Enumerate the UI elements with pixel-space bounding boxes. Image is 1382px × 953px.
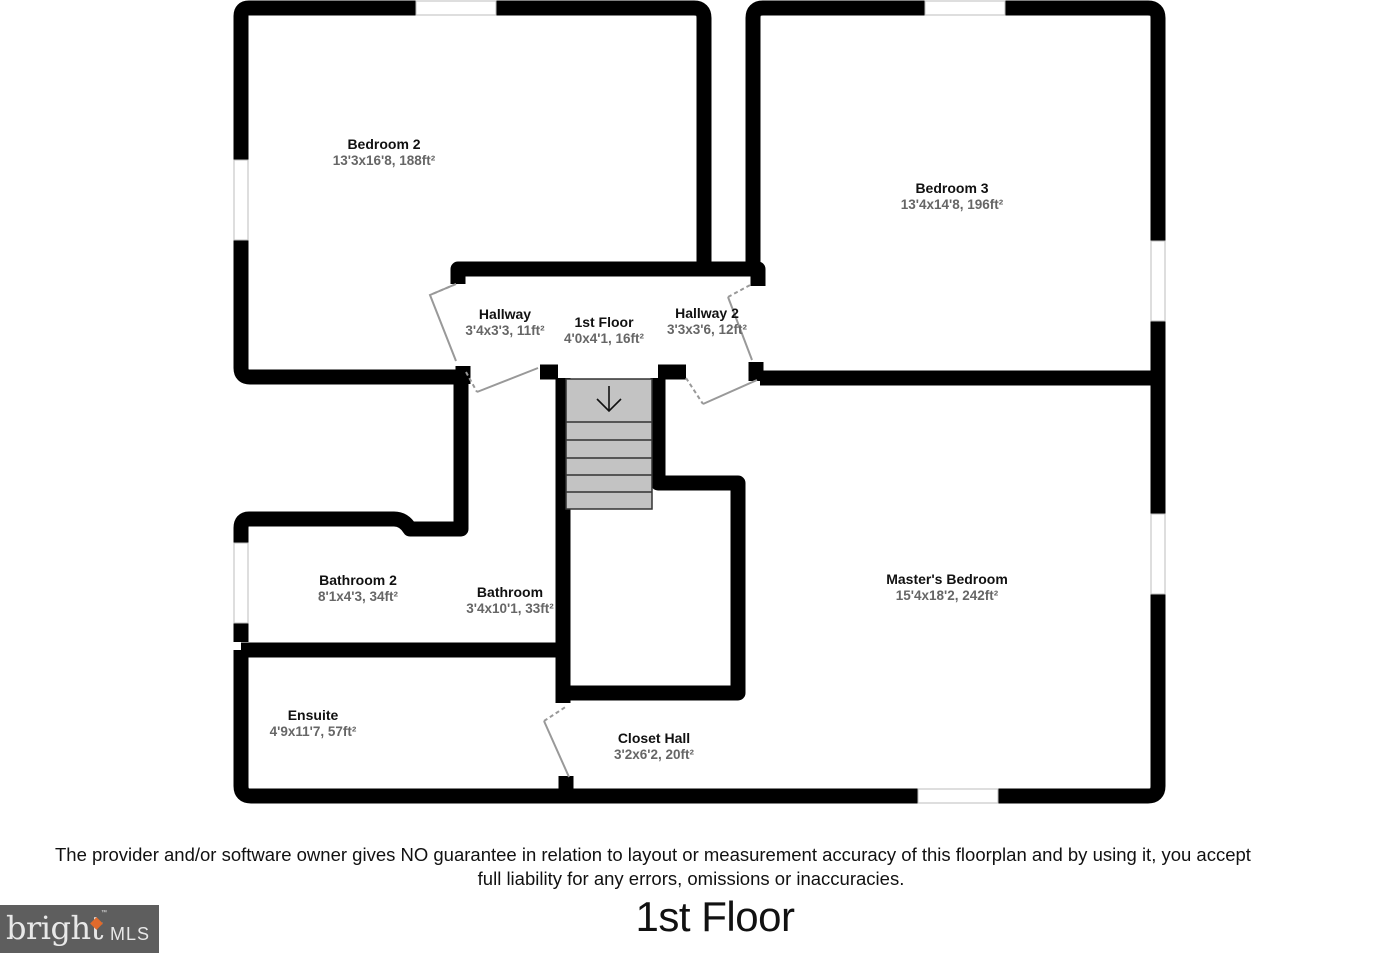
room-label-hallway-2: Hallway 2 3'3x3'6, 12ft² [667, 305, 747, 338]
window-bathroom2-left [233, 542, 249, 624]
window-master-right [1150, 513, 1166, 595]
corridor-wall-left [233, 377, 469, 642]
disclaimer-line-1: The provider and/or software owner gives… [55, 844, 1251, 865]
closet-walls [563, 378, 746, 701]
room-label-1st-floor-landing: 1st Floor 4'0x4'1, 16ft² [564, 314, 644, 347]
room-label-bedroom-3: Bedroom 3 13'4x14'8, 196ft² [901, 180, 1004, 213]
room-label-bedroom-2: Bedroom 2 13'3x16'8, 188ft² [333, 136, 436, 169]
room-dimensions: 13'3x16'8, 188ft² [332, 152, 436, 168]
room-name: Bedroom 3 [915, 180, 989, 196]
windows [233, 0, 1166, 804]
room-dimensions: 13'4x14'8, 196ft² [900, 196, 1004, 212]
room-dimensions: 3'3x3'6, 12ft² [667, 321, 747, 337]
floor-plan-drawing [233, 0, 1166, 804]
room-name: Bedroom 2 [347, 136, 421, 152]
logo-wordmark: bright [6, 909, 103, 947]
hallway-top-wall [450, 261, 766, 286]
ensuite-walls [233, 650, 566, 804]
room-name: 1st Floor [574, 314, 634, 330]
room-dimensions: 3'2x6'2, 20ft² [614, 746, 694, 762]
room-label-bathroom-2: Bathroom 2 8'1x4'3, 34ft² [318, 572, 398, 605]
room-name: Bathroom 2 [319, 572, 397, 588]
room-name: Ensuite [287, 707, 339, 723]
window-bedroom3-right [1150, 240, 1166, 322]
door-hallway-bedroom2 [428, 283, 457, 362]
room-dimensions: 4'0x4'1, 16ft² [564, 330, 644, 346]
room-name: Closet Hall [617, 730, 691, 746]
logo-trademark: ™ [101, 910, 107, 916]
door-hallway-bedroom2-arc [429, 283, 457, 296]
room-dimensions: 4'9x11'7, 57ft² [269, 723, 357, 739]
disclaimer: The provider and/or software owner gives… [0, 843, 1382, 891]
room-name: Hallway 2 [675, 305, 739, 321]
door-hallway2-bedroom3 [727, 296, 753, 361]
window-bedroom2-top [415, 0, 497, 16]
door-hallway2-bedroom3-arc [727, 283, 753, 298]
room-label-bathroom: Bathroom 3'4x10'1, 33ft² [466, 584, 553, 617]
room-name: Master's Bedroom [886, 571, 1008, 587]
window-master-bottom [917, 788, 999, 804]
window-bedroom3-top [924, 0, 1006, 16]
arrow-down-icon [596, 386, 622, 413]
room-label-masters-bedroom: Master's Bedroom 15'4x18'2, 242ft² [886, 571, 1008, 604]
door-hallway-bathroom [476, 367, 539, 393]
room-dimensions: 15'4x18'2, 242ft² [895, 587, 999, 603]
room-label-closet-hall: Closet Hall 3'2x6'2, 20ft² [614, 730, 694, 763]
room-dimensions: 3'4x10'1, 33ft² [466, 600, 554, 616]
room-dimensions: 8'1x4'3, 34ft² [318, 588, 398, 604]
room-dimensions: 3'4x3'3, 11ft² [465, 322, 545, 338]
bedroom-2-walls [233, 0, 712, 385]
floor-title: 1st Floor [635, 893, 795, 940]
master-bedroom-walls [566, 378, 1166, 804]
disclaimer-line-2: full liability for any errors, omissions… [477, 868, 905, 889]
room-name: Bathroom [476, 584, 544, 600]
room-label-ensuite: Ensuite 4'9x11'7, 57ft² [270, 707, 357, 740]
bright-mls-logo: bright ™ MLS [0, 905, 159, 953]
walls [233, 0, 1166, 804]
door-closet-ensuite [543, 720, 570, 778]
door-hallway2-master [702, 379, 758, 405]
window-bedroom2-left [233, 159, 249, 241]
logo-suffix: MLS [110, 924, 151, 944]
door-hallway-bathroom-arc [465, 371, 478, 393]
room-label-hallway: Hallway 3'4x3'3, 11ft² [465, 306, 544, 339]
door-hallway2-master-arc [685, 377, 704, 405]
staircase [565, 378, 653, 510]
door-closet-ensuite-arc [543, 705, 568, 722]
doors [428, 283, 758, 778]
room-name: Hallway [478, 306, 532, 322]
